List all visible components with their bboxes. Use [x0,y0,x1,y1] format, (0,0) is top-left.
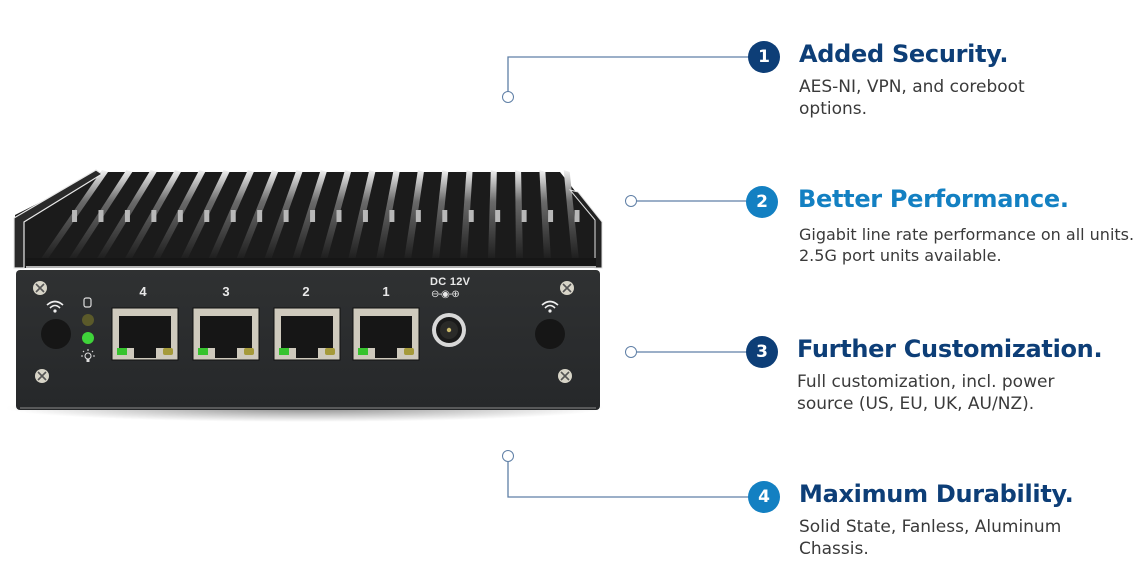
heatsink-fin-highlight [310,210,316,222]
feature-number-badge: 3 [746,336,778,368]
feature-description: Solid State, Fanless, Aluminum Chassis. [799,517,1062,559]
feature-description: Full customization, incl. power source (… [797,372,1055,414]
activity-led [404,348,414,355]
heatsink-fin [264,170,303,260]
feature-description: AES-NI, VPN, and coreboot options. [799,77,1025,119]
link-led [358,348,368,355]
screw-bottom-right [558,369,572,383]
storage-icon [83,297,92,308]
connector-line-4 [507,462,760,498]
ethernet-port-4 [111,307,179,361]
screw-top-left [33,281,47,295]
link-led [279,348,289,355]
heatsink-fin [320,170,351,260]
heatsink-fin-highlight [151,210,157,222]
storage-led [82,314,94,326]
device-illustration [5,169,605,422]
feature-title: Better Performance. [798,185,1069,213]
connector-line-1 [507,56,760,92]
feature-title: Maximum Durability. [799,480,1074,508]
antenna-port-left [41,319,71,349]
wifi-icon [46,300,64,313]
heatsink-fin-highlight [204,210,210,222]
feature-number-badge: 4 [748,481,780,513]
heatsink-fin-highlight [336,210,342,222]
heatsink-fin-highlight [283,210,289,222]
power-led-icon [81,349,95,362]
heatsink-fin-highlight [124,210,130,222]
link-led [117,348,127,355]
ethernet-port-1 [352,307,420,361]
screw-bottom-left [35,369,49,383]
heatsink-fin-highlight [362,210,368,222]
heatsink-fin-highlight [389,210,395,222]
callout-node-2 [625,195,637,207]
feature-title: Added Security. [799,40,1009,68]
heatsink-fin [348,170,376,260]
heatsink-base [26,258,596,268]
port-label-4: 4 [139,284,147,299]
wifi-icon [541,300,559,313]
heatsink-left-wall [13,169,104,269]
callout-node-4 [502,450,514,462]
callout-node-1 [502,91,514,103]
heatsink-fin [432,170,449,260]
heatsink-fin [404,170,424,260]
dc-polarity-icon: ⊖-◉-⊕ [431,289,460,300]
activity-led [244,348,254,355]
feature-number-badge: 1 [748,41,780,73]
heatsink-fin [515,170,523,260]
heatsink-fin [460,170,473,260]
ethernet-port-3 [192,307,260,361]
heatsink-fin [488,170,497,260]
feature-number-badge: 2 [746,186,778,218]
activity-led [325,348,335,355]
feature-title: Further Customization. [797,335,1103,363]
heatsink-fin [563,170,579,260]
ethernet-port-2 [273,307,341,361]
dc-power-label: DC 12V [430,276,471,288]
heatsink-fin-highlight [495,210,501,222]
heatsink-fin-highlight [548,210,554,222]
ethernet-ports [111,307,420,361]
port-label-2: 2 [302,284,310,299]
power-led [82,332,94,344]
heatsink-fin-highlight [574,210,580,222]
heatsink-fin [292,170,327,260]
heatsink-fin-highlight [257,210,263,222]
feature-description: Gigabit line rate performance on all uni… [799,225,1135,265]
screw-top-right [560,281,574,295]
port-label-3: 3 [222,284,230,299]
heatsink-fin-highlight [415,210,421,222]
link-led [198,348,208,355]
callout-node-3 [625,346,637,358]
heatsink-fin-highlight [442,210,448,222]
heatsink-fin-highlight [72,210,78,222]
heatsink-fin [539,170,551,260]
heatsink-fins [40,170,580,260]
heatsink-fin-highlight [468,210,474,222]
dc-power-jack [432,313,466,347]
heatsink-fin [376,170,400,260]
antenna-port-right [535,319,565,349]
port-label-1: 1 [382,284,390,299]
heatsink-fin-highlight [521,210,527,222]
heatsink-fin-highlight [177,210,183,222]
heatsink-fin [236,170,279,260]
heatsink-fin-highlight [230,210,236,222]
activity-led [163,348,173,355]
heatsink-fin-highlight [98,210,104,222]
product-image: 4 3 2 1 DC 12V ⊖-◉-⊕ [0,150,620,440]
